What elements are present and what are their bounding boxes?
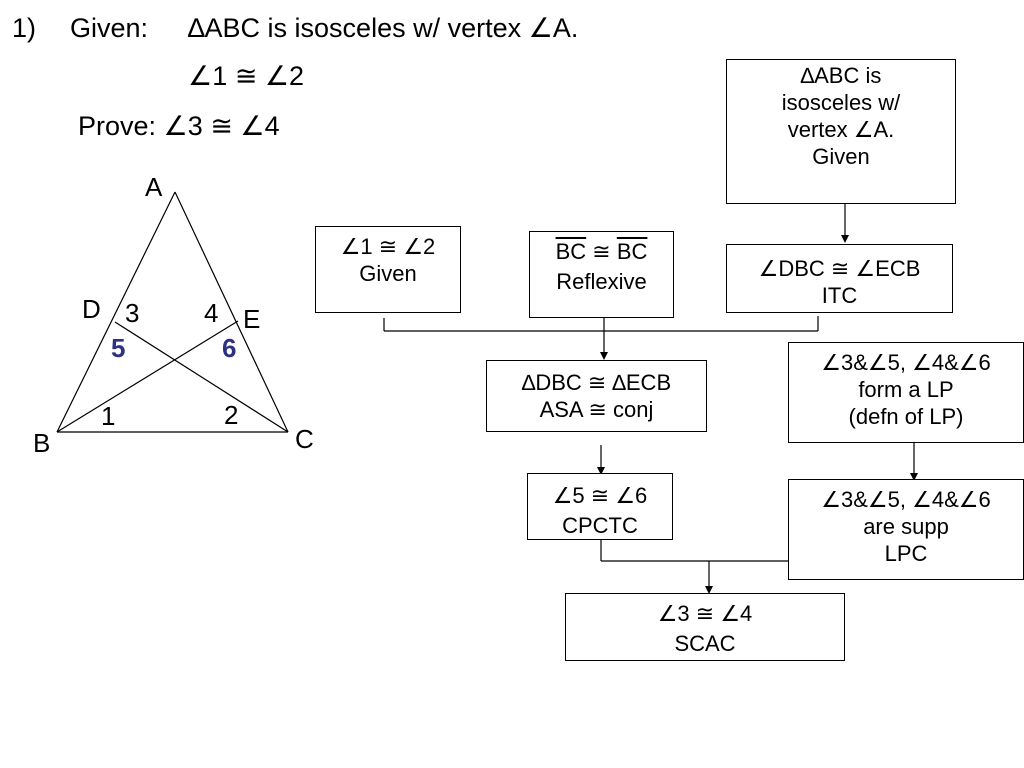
box-supplementary-lpc: ∠3&∠5, ∠4&∠6 are supp LPC — [788, 479, 1024, 580]
flowchart-connectors — [383, 204, 915, 587]
arrowhead-supp — [910, 473, 918, 481]
problem-number: 1) — [12, 13, 37, 43]
box-angles12-given: ∠1 ≅ ∠2 Given — [315, 226, 461, 313]
arrowhead-asa — [600, 352, 608, 360]
given-label: Given: — [70, 13, 149, 43]
arrowhead-cpctc — [597, 467, 605, 475]
box-itc-reason: ITC — [821, 283, 858, 308]
congruent-symbol: ≅ — [586, 239, 617, 264]
point-d-label: D — [82, 294, 101, 324]
angle-6-label: 6 — [222, 333, 236, 363]
vertex-a-label: A — [145, 172, 163, 202]
given-statement: ∆ABC is isosceles w/ vertex ∠A. — [188, 13, 579, 43]
box-lp-line1: ∠3&∠5, ∠4&∠6 — [821, 350, 991, 375]
box-linear-pair-defn: ∠3&∠5, ∠4&∠6 form a LP (defn of LP) — [788, 342, 1024, 443]
box-lp-line2: form a LP — [858, 377, 954, 402]
box-scac-reason: SCAC — [674, 631, 736, 656]
segment-bc-first: BC — [555, 239, 587, 264]
box-triangles-asa: ∆DBC ≅ ∆ECB ASA ≅ conj — [486, 360, 707, 432]
angle-3-label: 3 — [125, 298, 139, 328]
box-asa-reason: ASA ≅ conj — [539, 397, 654, 422]
angle-1-label: 1 — [101, 401, 115, 431]
box-dbc-ecb-itc: ∠DBC ≅ ∠ECB ITC — [726, 244, 953, 313]
segment-bc-second: BC — [616, 239, 648, 264]
vertex-b-label: B — [33, 428, 50, 458]
angle-5-label: 5 — [111, 333, 125, 363]
flowchart-arrowheads — [597, 235, 918, 594]
angle-4-label: 4 — [204, 298, 218, 328]
triangle-figure — [56, 191, 289, 433]
segment-ec — [56, 320, 239, 433]
side-ac — [174, 191, 289, 433]
side-ab — [56, 191, 176, 433]
box-supp-line2: are supp — [863, 514, 949, 539]
box-angles12-reason: Given — [359, 261, 417, 286]
box-angles12-statement: ∠1 ≅ ∠2 — [340, 234, 436, 259]
box-cpctc-statement: ∠5 ≅ ∠6 — [552, 483, 648, 508]
angle-2-label: 2 — [224, 400, 238, 430]
arrowhead-scac — [705, 586, 713, 594]
box-angles34-scac: ∠3 ≅ ∠4 SCAC — [565, 593, 845, 661]
box-isosceles-line2: isosceles w/ — [781, 90, 901, 115]
box-isosceles-line1: ∆ABC is — [800, 63, 882, 88]
box-bc-reason: Reflexive — [556, 269, 647, 294]
box-scac-statement: ∠3 ≅ ∠4 — [657, 601, 753, 626]
box-isosceles-line3: vertex ∠A. — [787, 117, 895, 142]
box-lp-reason: (defn of LP) — [848, 404, 964, 429]
box-isosceles-given: ∆ABC is isosceles w/ vertex ∠A. Given — [726, 59, 956, 204]
vertex-c-label: C — [295, 424, 314, 454]
box-supp-reason: LPC — [884, 541, 928, 566]
box-bc-reflexive: BC ≅ BC Reflexive — [529, 231, 674, 318]
box-bc-statement: BC ≅ BC — [556, 238, 648, 265]
point-e-label: E — [243, 304, 260, 334]
box-asa-statement: ∆DBC ≅ ∆ECB — [521, 370, 672, 395]
box-cpctc-reason: CPCTC — [562, 513, 638, 538]
box-angles56-cpctc: ∠5 ≅ ∠6 CPCTC — [527, 473, 673, 540]
arrowhead-itc — [841, 235, 849, 243]
box-itc-statement: ∠DBC ≅ ∠ECB — [758, 256, 921, 281]
box-supp-line1: ∠3&∠5, ∠4&∠6 — [821, 487, 991, 512]
segment-db — [114, 321, 289, 433]
prove-statement: Prove: ∠3 ≅ ∠4 — [78, 111, 280, 141]
box-isosceles-reason: Given — [812, 144, 870, 169]
given-angles: ∠1 ≅ ∠2 — [188, 61, 305, 91]
